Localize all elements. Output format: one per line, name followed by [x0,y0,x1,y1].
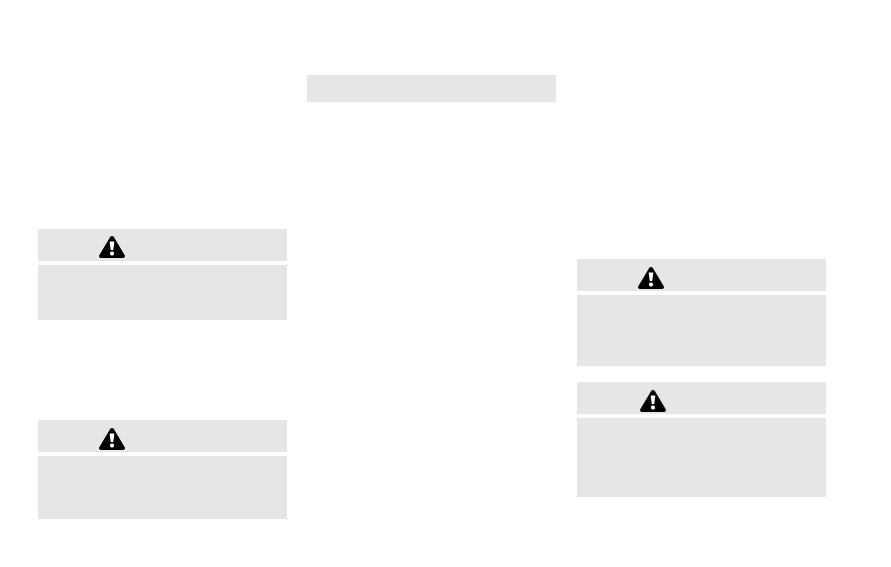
warning-panel-body [577,418,826,497]
warning-panel-header [38,229,287,261]
warning-panel-body [577,295,826,366]
warning-triangle-icon [98,427,126,451]
warning-panel-body [38,265,287,320]
section-heading-band [307,75,556,102]
warning-triangle-icon [639,389,667,413]
warning-triangle-icon [637,266,665,290]
warning-panel-header [577,259,826,291]
warning-triangle-icon [98,235,126,259]
warning-panel-body [38,456,287,519]
warning-panel-header [38,420,287,452]
warning-panel-header [577,382,826,414]
